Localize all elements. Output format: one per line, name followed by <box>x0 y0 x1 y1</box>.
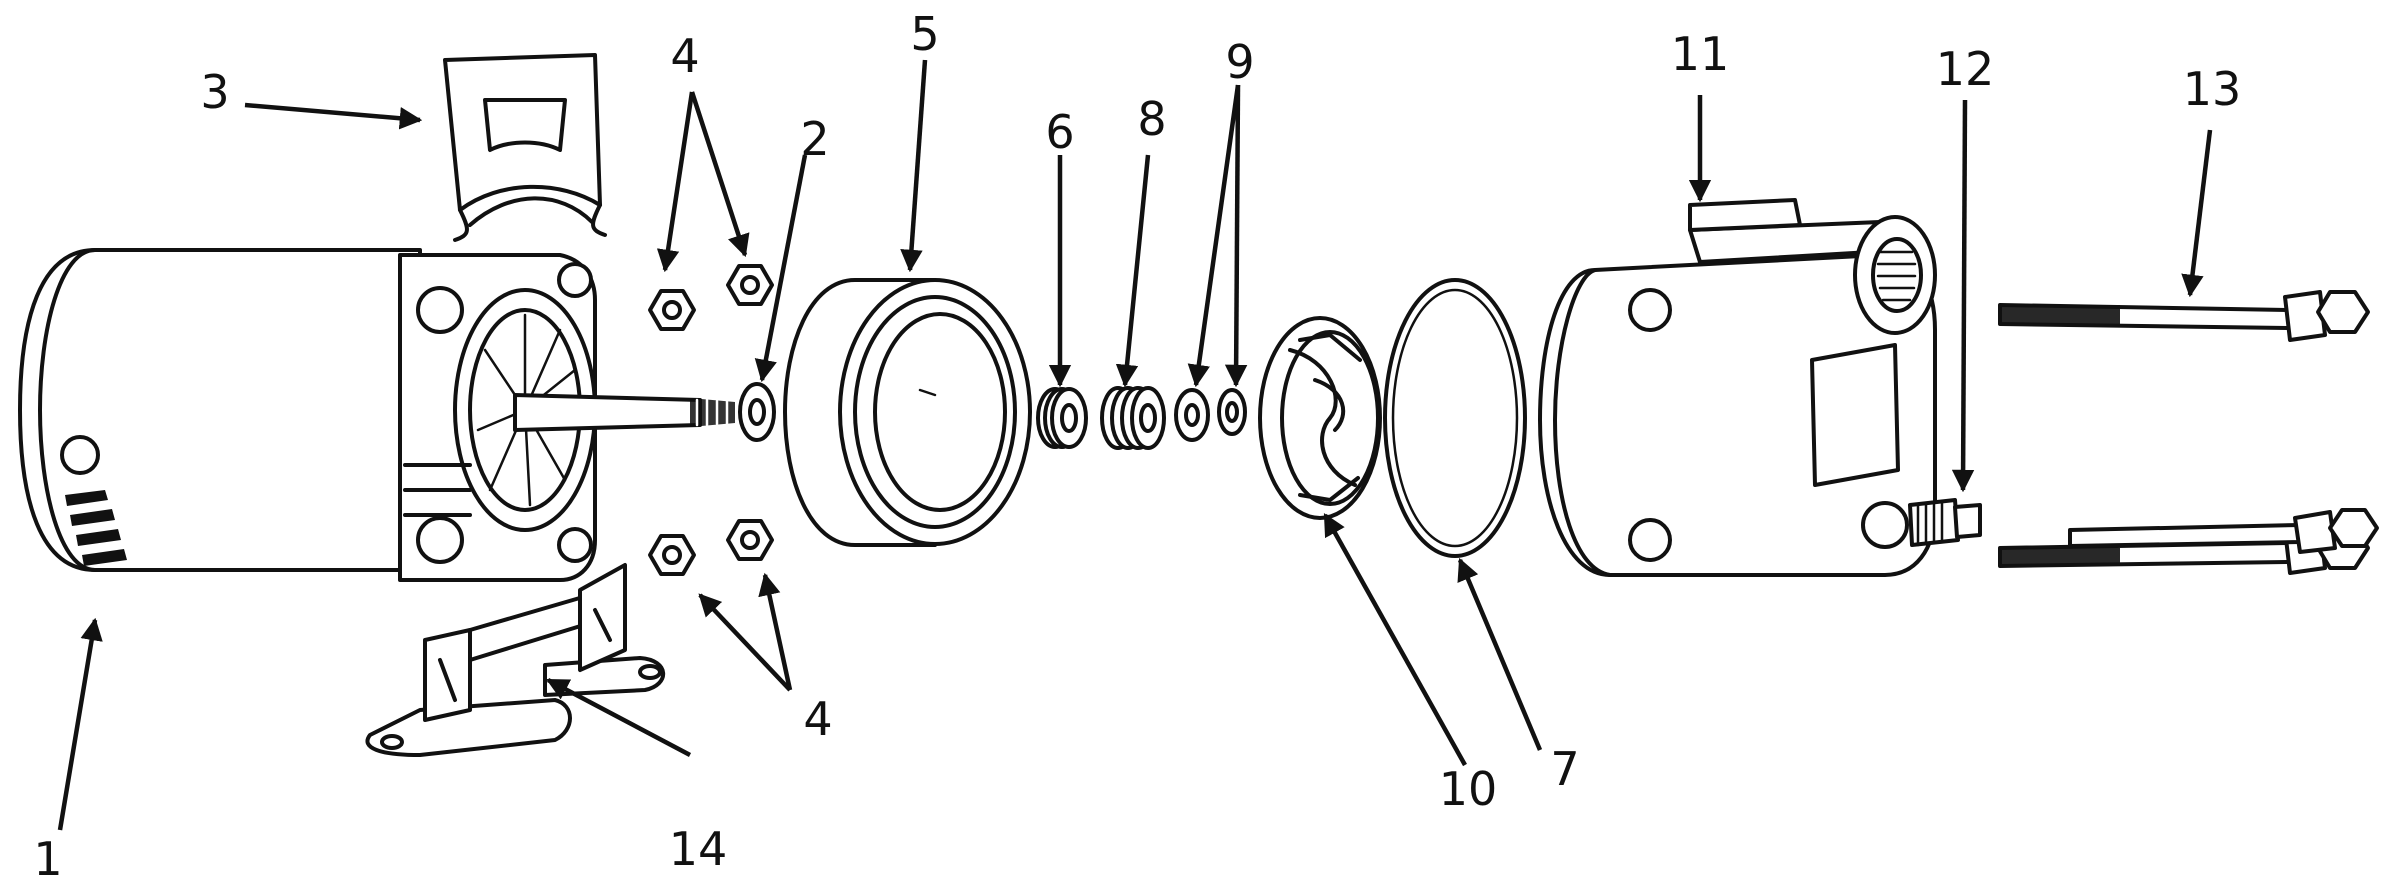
motor-base <box>365 563 666 757</box>
shaft-seal-spring <box>1036 387 1088 449</box>
shield-plate <box>443 53 607 242</box>
seal-head <box>1100 386 1166 450</box>
impeller <box>1258 316 1382 520</box>
callout-12: 12 <box>1936 42 1995 96</box>
callout-13: 13 <box>2183 62 2242 116</box>
callout-numbers: 1 2 3 4 4 5 6 7 8 9 10 11 12 13 14 <box>33 7 2241 885</box>
seal-rings <box>1174 388 1247 442</box>
through-bolts <box>1998 290 2379 575</box>
callout-10: 10 <box>1439 762 1498 816</box>
callout-8: 8 <box>1137 92 1166 146</box>
callout-2: 2 <box>800 112 829 166</box>
callout-4-bottom: 4 <box>803 692 832 746</box>
callout-3: 3 <box>200 65 229 119</box>
o-ring <box>1383 278 1527 558</box>
seal-plate <box>783 278 1032 547</box>
callout-5: 5 <box>910 7 939 61</box>
callout-4-top: 4 <box>670 29 699 83</box>
callout-11: 11 <box>1671 27 1730 81</box>
hex-nuts <box>648 264 774 576</box>
callout-14: 14 <box>669 822 728 876</box>
pump-body <box>1538 198 1937 577</box>
drain-plug <box>1908 498 1982 547</box>
leader-lines <box>57 59 2213 831</box>
callout-6: 6 <box>1045 105 1074 159</box>
motor <box>18 248 735 582</box>
callout-7: 7 <box>1550 742 1579 796</box>
callout-1: 1 <box>33 832 62 885</box>
washer <box>738 382 776 442</box>
callout-9: 9 <box>1225 35 1254 89</box>
